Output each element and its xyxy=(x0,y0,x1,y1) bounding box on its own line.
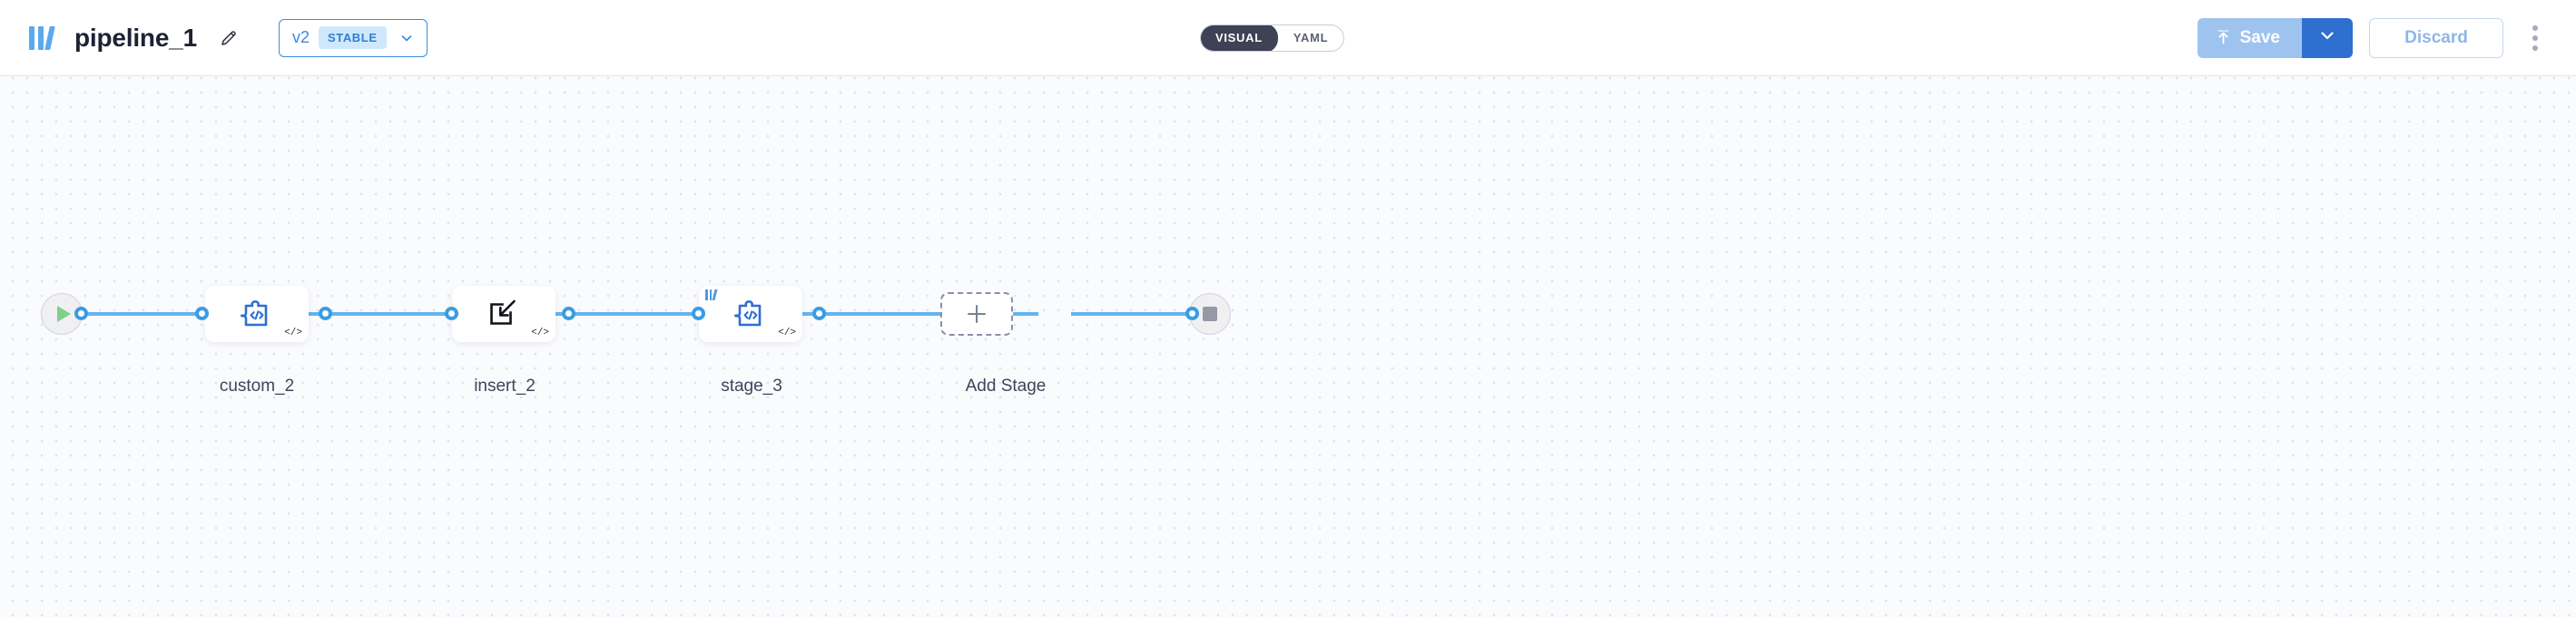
version-selector[interactable]: v2 STABLE xyxy=(278,18,428,57)
custom_2-input-port[interactable] xyxy=(195,307,209,320)
view-mode-toggle[interactable]: VISUAL YAML xyxy=(1200,24,1345,52)
puzzle-code-icon xyxy=(238,296,276,332)
add-stage-button[interactable] xyxy=(940,292,1013,336)
pencil-edit-icon[interactable] xyxy=(215,24,242,52)
stage-label-custom_2: custom_2 xyxy=(219,377,295,396)
puzzle-code-icon xyxy=(732,296,770,332)
stop-icon xyxy=(1203,307,1217,321)
header-actions-group: Save Discard xyxy=(2197,17,2551,58)
library-logo-icon xyxy=(27,24,58,52)
play-icon xyxy=(56,306,71,322)
discard-button-label: Discard xyxy=(2404,27,2468,47)
app-header: pipeline_1 v2 STABLE VISUAL YAML xyxy=(0,0,2576,76)
chevron-down-icon xyxy=(2318,26,2336,49)
kebab-menu-icon[interactable] xyxy=(2520,20,2551,56)
connector-wire xyxy=(525,312,643,316)
tab-visual[interactable]: VISUAL xyxy=(1201,24,1278,51)
stage_3-output-port[interactable] xyxy=(812,307,826,320)
stage-node-custom_2[interactable]: </> xyxy=(205,286,309,342)
tab-yaml[interactable]: YAML xyxy=(1293,31,1329,44)
connector-wire xyxy=(1071,312,1218,316)
library-logo-badge-icon xyxy=(704,289,717,300)
code-badge: </> xyxy=(284,328,302,338)
chevron-down-icon xyxy=(396,31,418,45)
discard-button[interactable]: Discard xyxy=(2369,17,2503,58)
stage-node-insert_2[interactable]: </> xyxy=(452,286,556,342)
connector-wire xyxy=(80,312,207,316)
header-left-group: pipeline_1 v2 STABLE xyxy=(27,18,428,57)
plus-icon xyxy=(968,305,986,323)
add-stage-label: Add Stage xyxy=(965,377,1047,396)
version-label: v2 xyxy=(291,28,310,46)
stage-label-insert_2: insert_2 xyxy=(474,377,536,396)
insert_2-output-port[interactable] xyxy=(562,307,575,320)
save-button-label: Save xyxy=(2239,27,2280,47)
connector-wire xyxy=(320,312,419,316)
upload-arrow-icon xyxy=(2216,28,2231,45)
status-badge: STABLE xyxy=(318,26,387,49)
save-button[interactable]: Save xyxy=(2197,17,2302,58)
page-title: pipeline_1 xyxy=(74,23,197,52)
start-output-port[interactable] xyxy=(74,307,88,320)
pipeline-canvas[interactable]: </> custom_2 </> insert_2 </ xyxy=(0,76,2576,617)
end-input-port[interactable] xyxy=(1185,307,1199,320)
connector-wire xyxy=(744,312,862,316)
save-dropdown-toggle[interactable] xyxy=(2302,17,2353,58)
stage-node-stage_3[interactable]: </> xyxy=(699,286,802,342)
insert_2-input-port[interactable] xyxy=(445,307,458,320)
code-badge: </> xyxy=(778,328,796,338)
save-button-group: Save xyxy=(2197,17,2353,58)
code-badge: </> xyxy=(531,328,549,338)
stage_3-input-port[interactable] xyxy=(692,307,705,320)
custom_2-output-port[interactable] xyxy=(319,307,332,320)
stage-label-stage_3: stage_3 xyxy=(721,377,782,396)
insert-into-box-icon xyxy=(486,296,522,332)
